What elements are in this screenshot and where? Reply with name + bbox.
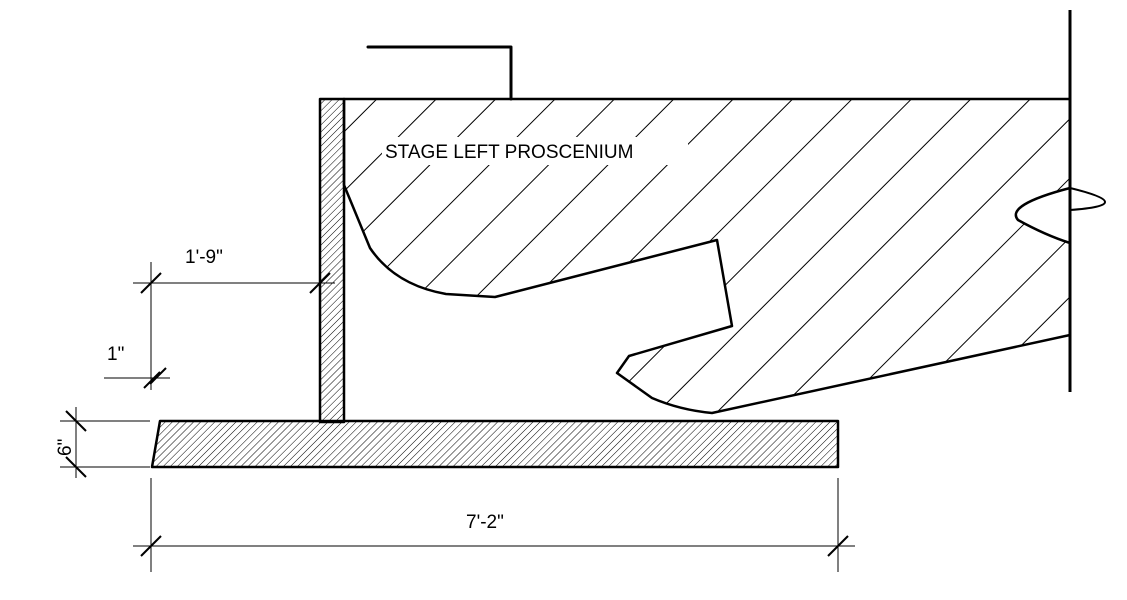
- top-leader-line: [366, 45, 513, 101]
- dimension-overall-length: 7'-2": [133, 478, 855, 572]
- dimension-thickness-label: 6": [55, 439, 76, 456]
- break-symbol: [1014, 186, 1071, 245]
- title-label: STAGE LEFT PROSCENIUM: [385, 142, 633, 163]
- proscenium-wall: [318, 97, 346, 424]
- title-label-background: [382, 137, 688, 165]
- dimension-gap-label: 1": [107, 344, 124, 365]
- floor-slab: [150, 419, 840, 469]
- dimension-thickness: 6": [55, 407, 150, 478]
- dimension-width-top: 1'-9": [133, 247, 335, 390]
- dimension-overall-length-label: 7'-2": [466, 512, 504, 533]
- proscenium-mass: [342, 97, 1072, 415]
- dimension-width-top-label: 1'-9": [185, 247, 223, 268]
- dimension-gap: 1": [104, 344, 170, 389]
- break-symbol-tail: [1069, 187, 1106, 211]
